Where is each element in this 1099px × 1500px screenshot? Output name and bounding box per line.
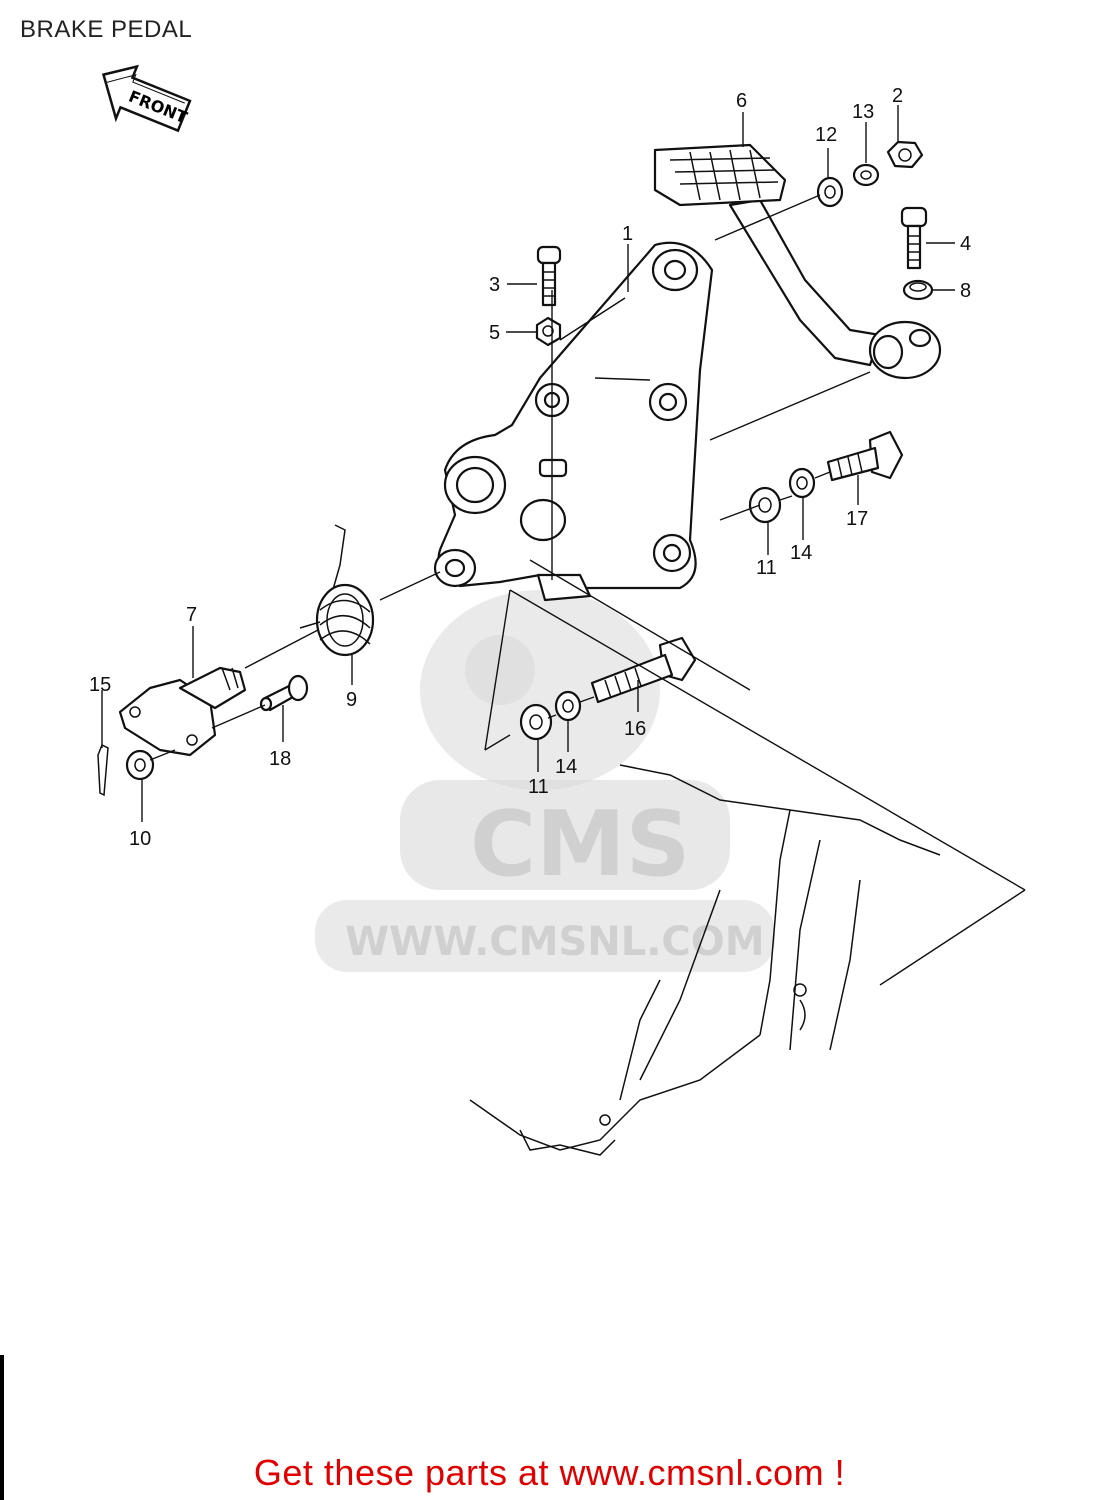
callout-11b: 11 — [528, 776, 549, 798]
bracket-part — [433, 241, 714, 602]
bolt-part-17 — [826, 430, 904, 482]
callout-18: 18 — [269, 748, 291, 770]
washer-part-10 — [125, 749, 155, 781]
bolt-part-3 — [536, 245, 562, 307]
callout-14a: 14 — [790, 542, 812, 564]
callout-14b: 14 — [555, 756, 577, 778]
frame-outline — [469, 764, 941, 1156]
front-arrow-icon: FRONT — [101, 64, 192, 133]
shaft-part-7 — [118, 666, 247, 757]
nut-part-5 — [535, 316, 562, 347]
callout-12: 12 — [815, 124, 837, 146]
footer-link[interactable]: Get these parts at www.cmsnl.com ! — [253, 1452, 846, 1493]
watermark: CMS WWW.CMSNL.COM — [315, 590, 775, 972]
callout-8: 8 — [960, 280, 971, 302]
washer-part-14b — [554, 690, 582, 722]
pedal-arm-part — [653, 143, 942, 380]
nut-part-8 — [902, 279, 934, 301]
leader-lines — [101, 105, 955, 822]
spring-part-9 — [299, 524, 375, 657]
callout-5: 5 — [489, 322, 500, 344]
callout-4: 4 — [960, 233, 971, 255]
callout-11a: 11 — [756, 557, 777, 579]
pin-part-18 — [259, 674, 309, 712]
bolt-part-4 — [900, 206, 928, 270]
washer-part-13 — [852, 163, 880, 187]
bolt-part-16 — [590, 636, 697, 704]
callout-1: 1 — [622, 223, 633, 245]
washer-part-12 — [816, 176, 844, 208]
washer-part-14a — [788, 467, 816, 499]
assembly-lines — [149, 194, 1026, 986]
callout-2: 2 — [892, 85, 903, 107]
callout-3: 3 — [489, 274, 500, 296]
nut-part-2 — [886, 140, 924, 169]
callout-17: 17 — [846, 508, 868, 530]
left-edge-bar — [0, 1355, 4, 1500]
callout-9: 9 — [346, 689, 357, 711]
watermark-logo: CMS — [470, 792, 690, 897]
washer-part-11a — [748, 486, 782, 524]
page-title: BRAKE PEDAL — [20, 16, 193, 43]
callout-13: 13 — [852, 101, 874, 123]
callout-15: 15 — [89, 674, 111, 696]
callout-7: 7 — [186, 604, 197, 626]
washer-part-11b — [519, 703, 553, 741]
callout-10: 10 — [129, 828, 151, 850]
callout-labels: 1 2 3 4 5 6 7 8 9 10 11 11 12 13 14 14 1… — [89, 85, 971, 850]
callout-16: 16 — [624, 718, 646, 740]
cotter-pin-part-15 — [97, 743, 109, 797]
callout-6: 6 — [736, 90, 747, 112]
watermark-url: WWW.CMSNL.COM — [345, 919, 765, 965]
